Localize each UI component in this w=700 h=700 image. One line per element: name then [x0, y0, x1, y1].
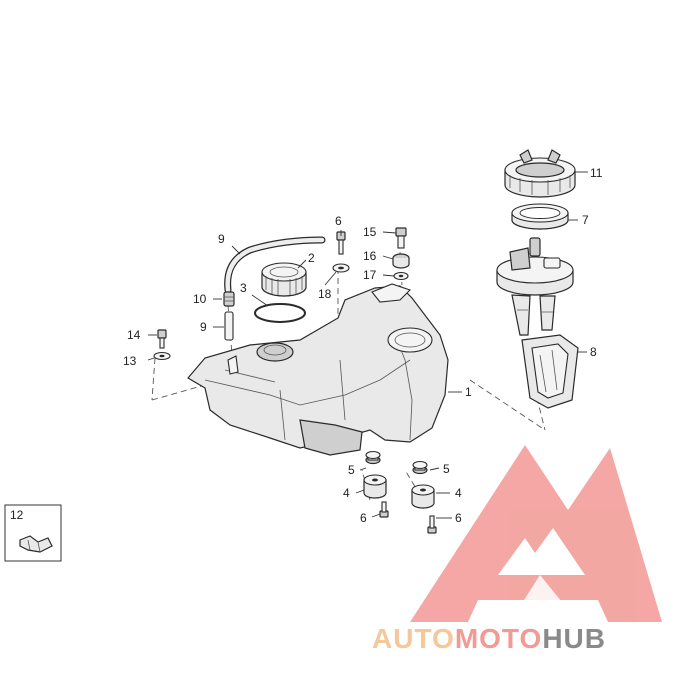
- callout-7: 7: [582, 213, 589, 227]
- callout-16: 16: [363, 249, 377, 263]
- callout-13: 13: [123, 354, 137, 368]
- vent-hose: [224, 236, 326, 294]
- callout-11: 11: [590, 166, 603, 180]
- bolt-with-washer: [153, 329, 171, 361]
- o-ring-seal: [254, 303, 306, 323]
- filler-cap: [261, 262, 307, 297]
- leader-lines: [147, 171, 588, 519]
- watermark-wordmark: AUTOMOTOHUB: [372, 623, 606, 654]
- callout-4-left: 4: [343, 486, 350, 500]
- watermark-logo-mark: [410, 445, 662, 622]
- fitting-stack: [392, 227, 410, 281]
- watermark-hub: HUB: [542, 623, 606, 654]
- watermark-auto: AUTO: [372, 623, 455, 654]
- rubber-mount-left: [363, 450, 389, 518]
- callout-6-left: 6: [360, 511, 367, 525]
- callout-1: 1: [465, 385, 472, 399]
- inset-part-12: [4, 504, 62, 562]
- callout-9: 9: [200, 320, 207, 334]
- fuel-tank: [187, 283, 449, 456]
- callout-3: 3: [240, 281, 247, 295]
- breather-pipe: [224, 311, 234, 341]
- callout-18: 18: [318, 287, 332, 301]
- callout-6-right: 6: [455, 511, 462, 525]
- fuel-pump-gasket: [511, 203, 569, 230]
- callout-4-right: 4: [455, 486, 462, 500]
- watermark-moto: MOTO: [455, 623, 542, 654]
- callout-8: 8: [590, 345, 597, 359]
- callout-5-left: 5: [348, 463, 355, 477]
- callout-12: 12: [10, 508, 24, 522]
- mounting-screw-top: [332, 231, 350, 273]
- callout-2: 2: [308, 251, 315, 265]
- callout-labels: 1 2 3 9 10 9 14 13 6 18 15 16 17 11 7 8 …: [10, 166, 603, 525]
- callout-14: 14: [127, 328, 141, 342]
- callout-15: 15: [363, 225, 377, 239]
- fuel-pump-lock-ring: [504, 149, 576, 198]
- fuel-pump-filter: [521, 334, 579, 409]
- rubber-mount-right: [411, 460, 437, 534]
- callout-17: 17: [363, 268, 377, 282]
- callout-9-top: 9: [218, 232, 225, 246]
- fuel-pump-assembly: [496, 237, 574, 336]
- callout-10: 10: [193, 292, 207, 306]
- svg-text:AUTOMOTOHUB: AUTOMOTOHUB: [372, 623, 606, 654]
- callout-5-right: 5: [443, 462, 450, 476]
- callout-6-top: 6: [335, 214, 342, 228]
- hose-clamp: [223, 291, 235, 307]
